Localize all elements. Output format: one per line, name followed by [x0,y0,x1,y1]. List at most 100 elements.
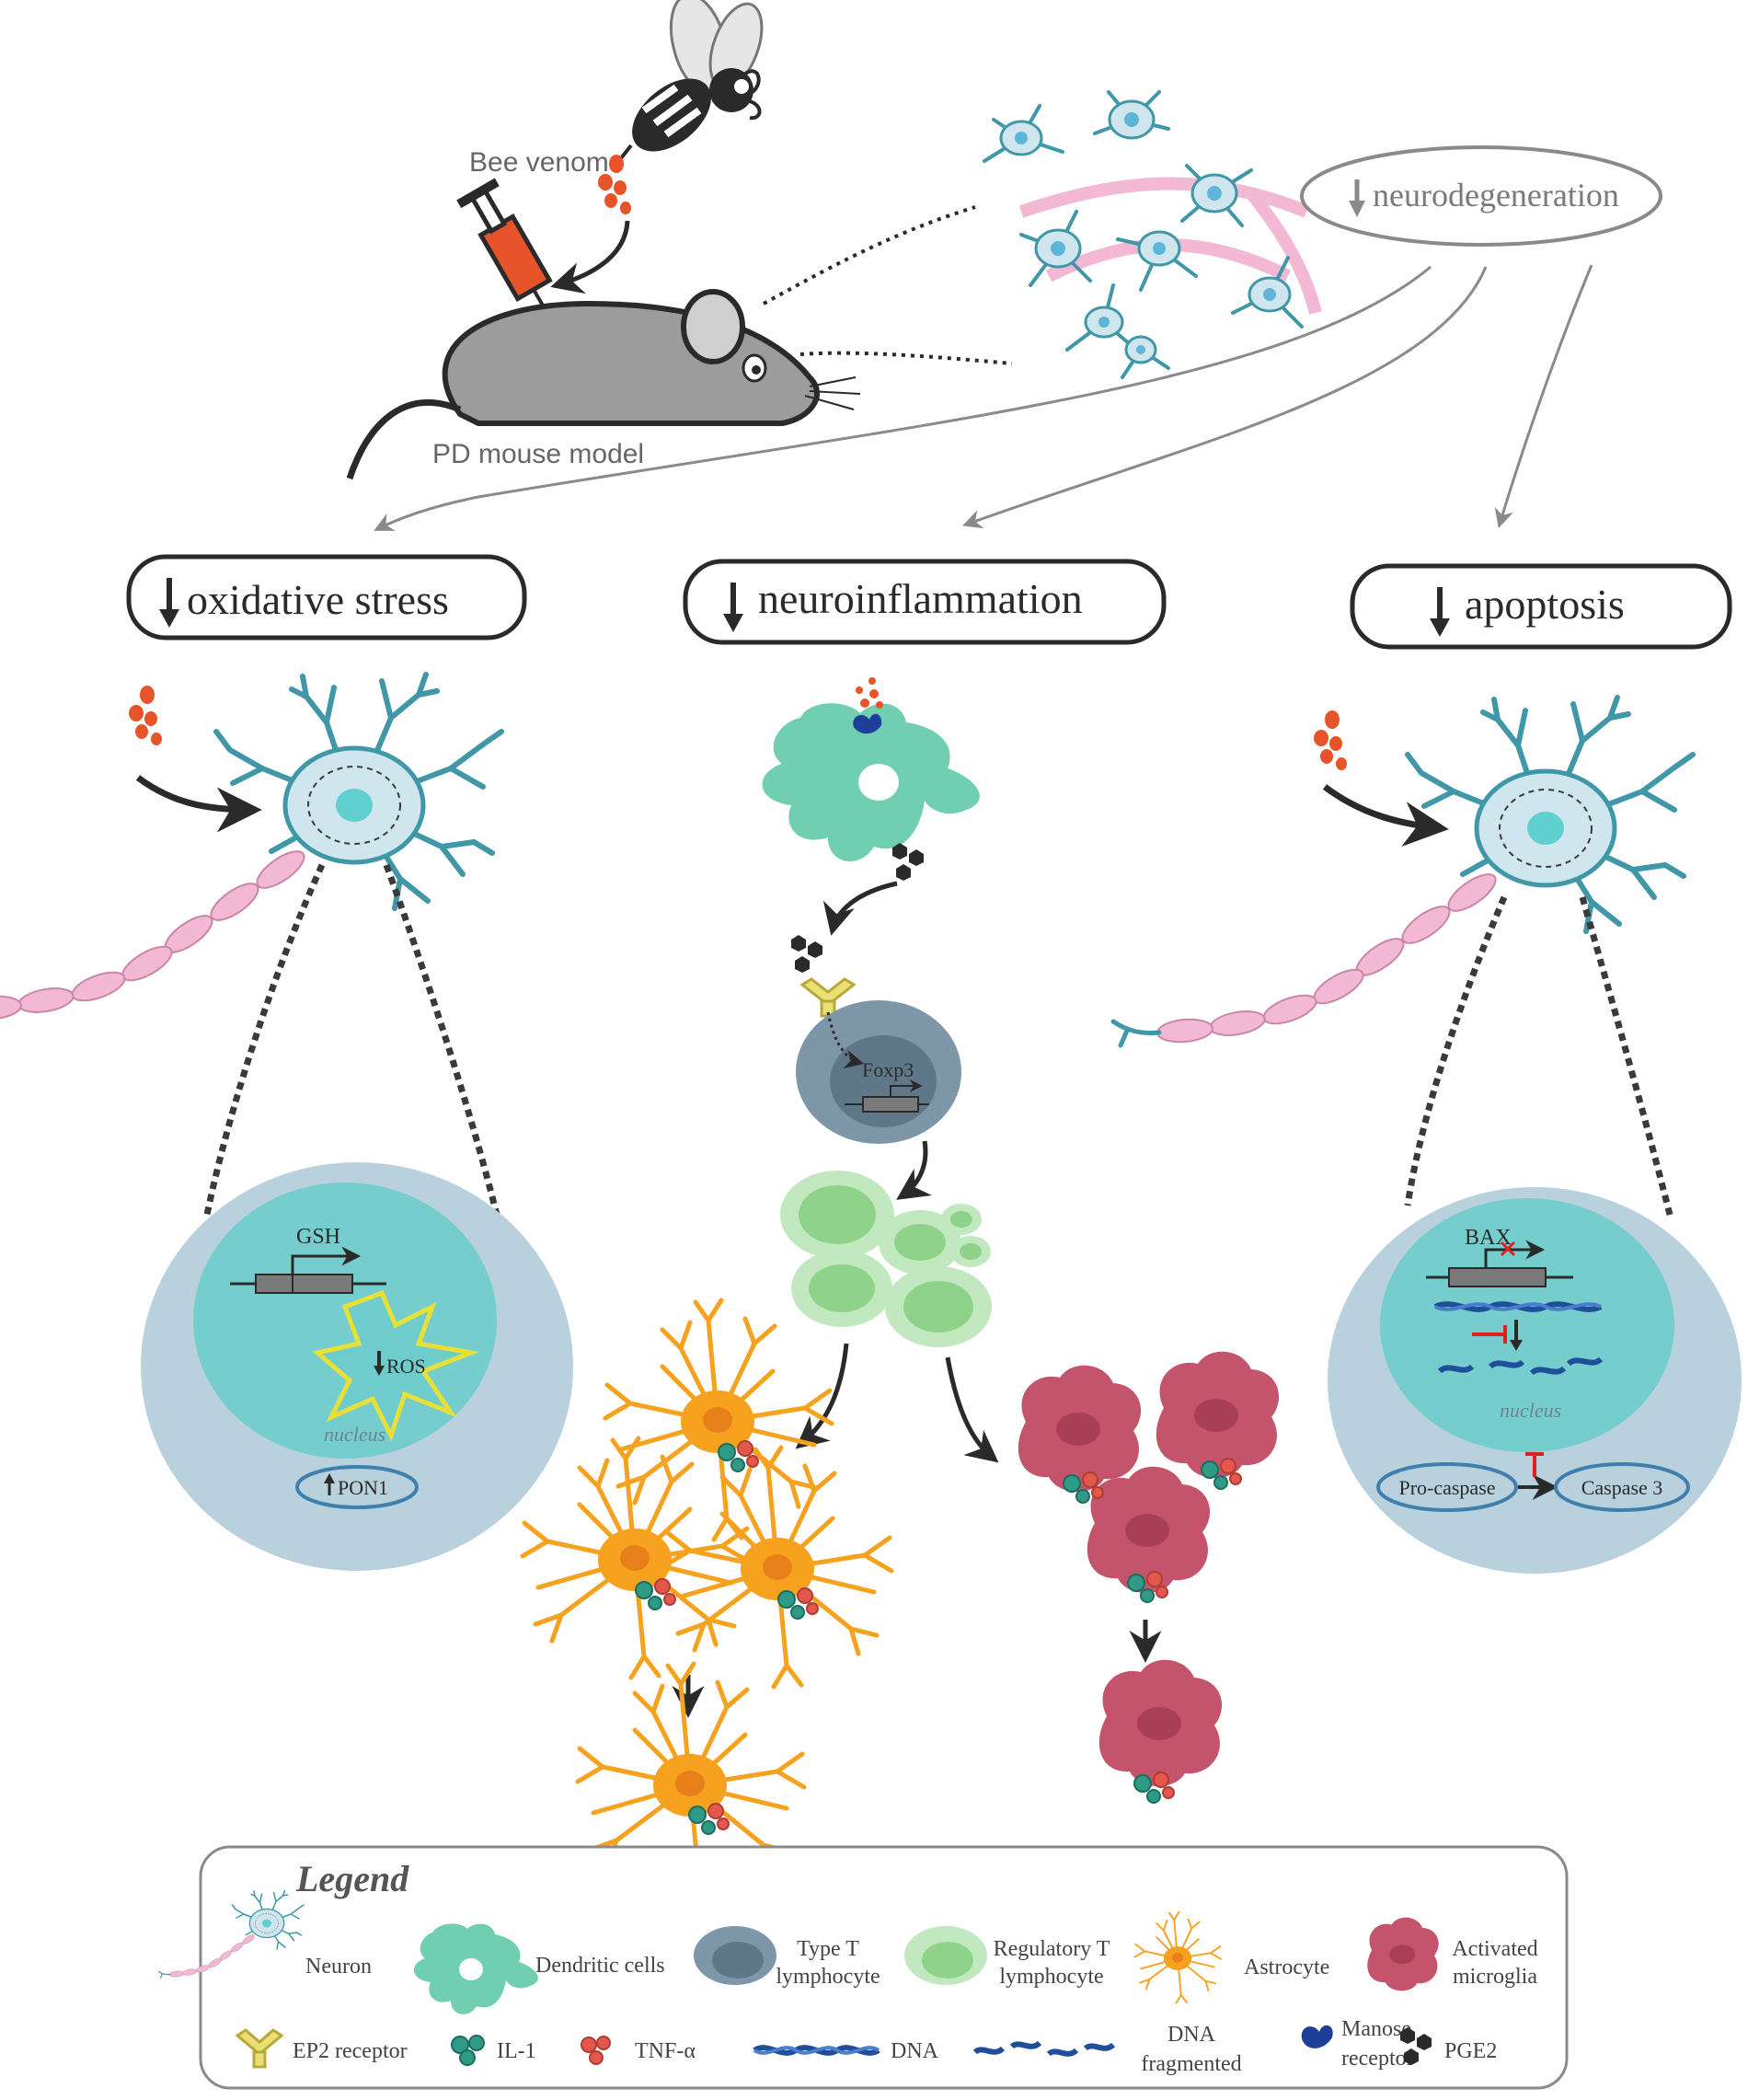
legend-il1-label: IL-1 [497,2039,536,2063]
legend-manose-label-2: receptor [1341,2047,1414,2071]
neuron-illustration [0,675,501,1022]
cytokine-cluster [777,1587,819,1620]
legend-il1: IL-1 [451,2035,536,2066]
venom-droplets-icon [129,686,162,745]
microglia-illustration [1098,1659,1223,1787]
syringe-icon [456,178,553,315]
legend-astrocyte-label: Astrocyte [1244,1956,1329,1979]
legend-reg-t: Regulatory T lymphocyte [904,1926,1110,1989]
neuroinflammation-box: neuroinflammation [683,559,1167,645]
ros-star-icon [312,1289,480,1442]
ep2-receptor-icon [799,977,857,1018]
legend-dna-frag-label-2: fragmented [1141,2052,1241,2076]
apoptosis-box: apoptosis [1350,563,1732,650]
arrow-to-tcell [822,881,898,936]
legend-reg-t-label-1: Regulatory T [994,1937,1110,1961]
legend-tnf: TNF-α [581,2036,696,2065]
legend-reg-t-label-2: lymphocyte [999,1965,1103,1989]
microglia-illustration [1018,1365,1142,1493]
pge2-icon [892,843,924,881]
legend-tnf-label: TNF-α [635,2039,696,2063]
oxidative-cell-panel: GSH ROS nucleus PON1 [141,1162,573,1571]
venom-to-mouse-arrow [550,220,630,294]
type-t-lymphocyte: Foxp3 [796,1000,961,1144]
nucleus-label: nucleus [1500,1399,1561,1422]
pon1-label: PON1 [338,1476,388,1499]
neurodegeneration-oval [1300,145,1662,247]
zoom-line-left [1404,895,1508,1206]
legend-microglia: Activated microglia [1367,1917,1538,1991]
legend-type-t: Type T lymphocyte [694,1926,880,1989]
legend-box: Legend Neuron Dendritic cells Type T lym… [157,1845,1569,2090]
gsh-gene-label: GSH [296,1225,340,1249]
arrow-to-treg [896,1140,933,1200]
arrow-to-apoptosis [1494,264,1593,529]
foxp3-gene-label: Foxp3 [862,1058,914,1081]
procaspase-badge [1376,1462,1518,1512]
legend-ep2-label: EP2 receptor [293,2039,408,2063]
legend-dna-fragmented: DNA fragmented [972,2023,1242,2076]
zoom-line-lower [799,351,1013,365]
astrocyte-illustration [605,1300,832,1540]
inhibit-icon [1472,1325,1507,1344]
neurodegeneration-label: neurodegeneration [1373,177,1619,213]
legend-dendritic-label: Dendritic cells [535,1954,665,1978]
legend-type-t-label-1: Type T [797,1937,859,1961]
nucleus-label: nucleus [324,1423,385,1446]
legend-astrocyte: Astrocyte [1133,1910,1329,2004]
ros-label: ROS [386,1355,426,1378]
microglia-illustration [1156,1351,1280,1479]
legend-manose: Manose receptor [1301,2017,1414,2071]
regulatory-t-cluster [780,1171,992,1347]
zoom-line-right [1579,896,1673,1216]
venom-to-neuron-arrow [135,775,262,833]
caspase-badge [1554,1462,1690,1512]
venom-droplets-icon [1314,710,1347,770]
arrow-to-astrocytes [795,1343,849,1449]
bee-venom-label: Bee venom [469,147,609,178]
dendritic-cell [762,677,980,862]
inhibit-icon [1525,1452,1544,1477]
zoom-line-left [203,863,326,1216]
legend-title: Legend [295,1858,409,1899]
astrocyte-illustration [665,1448,891,1687]
bee-illustration [619,0,764,160]
mouse-model-label: PD mouse model [432,439,644,469]
legend-dendritic: Dendritic cells [413,1923,665,2014]
block-x-icon [1500,1240,1516,1257]
caspase-label: Caspase 3 [1581,1476,1663,1499]
cytokine-cluster [718,1440,759,1472]
oxidative-stress-box: oxidative stress [126,554,527,640]
legend-pge2-label: PGE2 [1444,2039,1497,2063]
venom-to-neuron-arrow [1322,784,1449,848]
pon1-badge [295,1465,419,1509]
legend-dna-label: DNA [891,2039,939,2063]
apoptosis-label: apoptosis [1465,581,1625,628]
neuron-illustration [1113,698,1693,1045]
cytokine-cluster [635,1578,676,1610]
legend-ep2: EP2 receptor [235,2028,408,2069]
legend-pge2: PGE2 [1400,2027,1497,2065]
pge2-icon [791,935,822,973]
legend-dna-frag-label-1: DNA [1167,2023,1216,2047]
legend-neuron: Neuron [157,1889,372,1979]
neuron-network-illustration [983,90,1322,379]
zoom-line-upper [763,205,976,306]
legend-type-t-label-2: lymphocyte [776,1965,880,1989]
oxidative-stress-label: oxidative stress [187,576,449,623]
legend-microglia-label-2: microglia [1453,1965,1537,1989]
arrow-to-oxidative [374,265,1432,531]
legend-microglia-label-1: Activated [1452,1937,1537,1961]
neuroinflammation-label: neuroinflammation [758,575,1083,622]
legend-neuron-label: Neuron [305,1955,372,1979]
apoptosis-cell-panel: BAX nucleus Pro-caspase Caspase 3 [1328,1187,1742,1574]
manose-receptor-icon [853,713,882,734]
cytokine-cluster [1133,1771,1175,1804]
mouse-illustration [346,289,861,480]
procaspase-label: Pro-caspase [1398,1476,1495,1499]
zoom-line-right [383,863,500,1216]
arrow-to-microglia [945,1356,999,1463]
legend-dna: DNA [753,2039,939,2063]
